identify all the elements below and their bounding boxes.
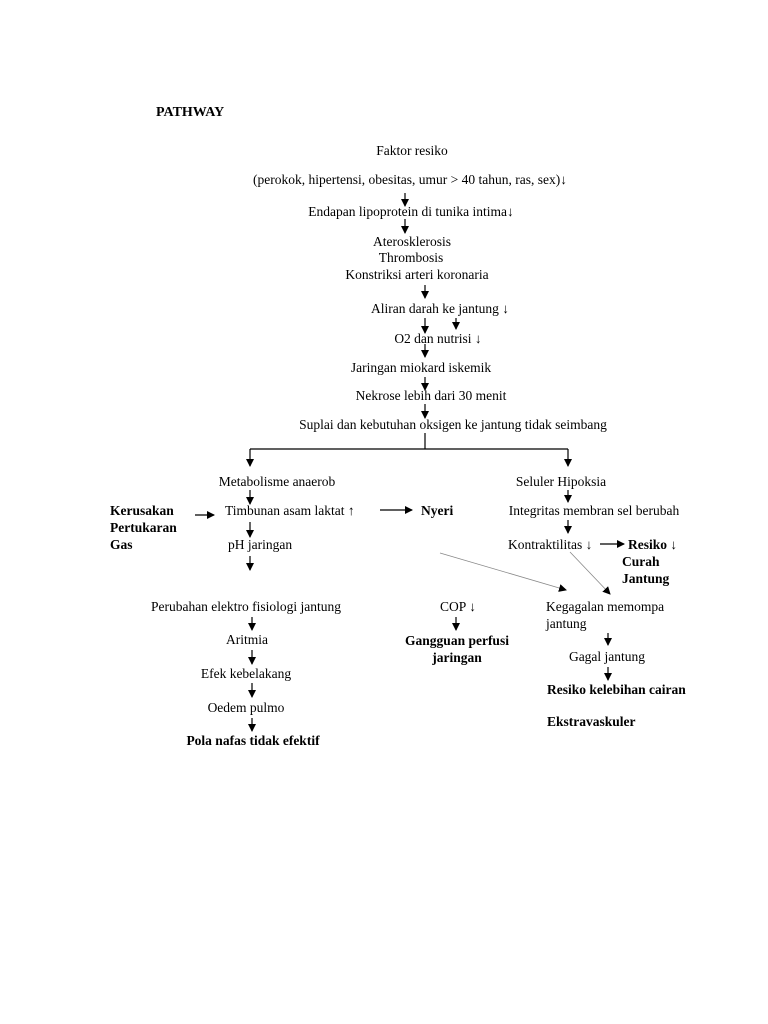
diagnosis-resiko-curah-1: Resiko ↓ [628,537,678,552]
page-title: PATHWAY [156,105,225,120]
diagnosis-nyeri: Nyeri [421,503,454,518]
node-o2: O2 dan nutrisi ↓ [394,331,482,346]
diagnosis-gangguan-1: Gangguan perfusi [405,633,509,648]
diagnosis-resiko-cairan: Resiko kelebihan cairan [547,682,686,697]
arrow-kontraktilitas-kegagalan [569,551,611,595]
diagnosis-resiko-curah-2: Curah [622,554,660,569]
node-faktor-detail: (perokok, hipertensi, obesitas, umur > 4… [253,172,567,187]
node-perubahan: Perubahan elektro fisiologi jantung [150,599,342,614]
diagnosis-kerusakan-3: Gas [110,537,133,552]
node-metabolisme: Metabolisme anaerob [218,474,336,489]
node-cop: COP ↓ [440,599,476,614]
node-aliran: Aliran darah ke jantung ↓ [371,301,509,316]
node-kegagalan-1: Kegagalan memompa [546,599,665,614]
node-ph: pH jaringan [228,537,293,552]
node-kontraktilitas: Kontraktilitas ↓ [508,537,593,552]
node-kegagalan-2: jantung [546,616,587,631]
diagnosis-resiko-curah-3: Jantung [622,571,670,586]
node-thrombosis: Thrombosis [378,250,444,265]
node-konstriksi: Konstriksi arteri koronaria [345,267,489,282]
node-seluler: Seluler Hipoksia [515,474,607,489]
arrow-ph-kegagalan [439,552,567,592]
node-aritmia: Aritmia [226,632,268,647]
node-faktor-resiko: Faktor resiko [376,143,448,158]
node-suplai: Suplai dan kebutuhan oksigen ke jantung … [299,417,607,432]
node-oedem: Oedem pulmo [207,700,285,715]
diagnosis-kerusakan-1: Kerusakan [110,503,174,518]
diagnosis-gangguan-2: jaringan [432,650,482,665]
node-efek: Efek kebelakang [200,666,292,681]
diagnosis-pola-nafas: Pola nafas tidak efektif [186,733,320,748]
node-aterosklerosis: Aterosklerosis [373,234,451,249]
node-jaringan-miokard: Jaringan miokard iskemik [350,360,492,375]
node-nekrose: Nekrose lebih dari 30 menit [355,388,507,403]
diagnosis-ekstravaskuler: Ekstravaskuler [547,714,636,729]
node-timbunan: Timbunan asam laktat ↑ [225,503,355,518]
node-endapan: Endapan lipoprotein di tunika intima↓ [308,204,514,219]
diagnosis-kerusakan-2: Pertukaran [110,520,177,535]
node-gagal: Gagal jantung [568,649,646,664]
node-integritas: Integritas membran sel berubah [508,503,680,518]
